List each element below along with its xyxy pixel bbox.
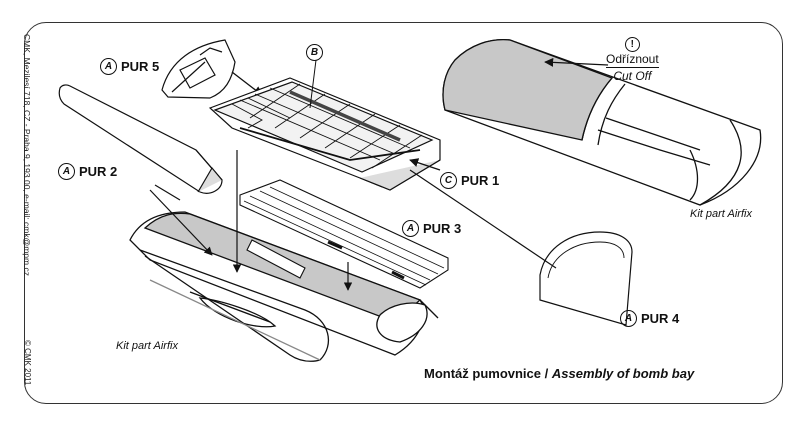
bar-part [246,239,306,279]
cut-off-note: ! Odříznout Cut Off [606,36,659,83]
warning-icon: ! [624,37,640,52]
pur1-tray [208,77,441,191]
caption-english: Assembly of bomb bay [551,366,695,381]
pur2-part [58,84,223,194]
label-pur3: A PUR 3 [402,220,461,237]
badge-c-icon: C [440,172,457,189]
page-caption: Montáž pumovnice / Assembly of bomb bay [424,366,694,381]
caption-czech: Montáž pumovnice / [424,366,549,381]
cut-arrow [544,57,609,67]
label-pur4: A PUR 4 [620,310,679,327]
badge-b-icon: B [306,44,323,61]
label-pur5: A PUR 5 [100,58,159,75]
manufacturer-address: CMK, Mezilesí 718, CZ - Praha 9, 193 00,… [22,34,32,276]
b-leader [309,59,317,109]
pur4-part [539,231,633,326]
cut-note-english: Cut Off [613,69,652,83]
label-b: B [306,44,327,61]
assembly-lines [149,150,557,291]
pur5-part [161,39,236,99]
label-pur2: A PUR 2 [58,163,117,180]
pur1-arrow [409,158,441,171]
pur3-panel [239,179,449,289]
badge-a-icon: A [58,163,75,180]
kit-part-note-lower: Kit part Airfix [116,340,178,352]
kit-part-note-upper: Kit part Airfix [690,208,752,220]
badge-a-icon: A [402,220,419,237]
badge-a-icon: A [620,310,637,327]
cut-note-czech: Odříznout [606,52,659,68]
badge-a-icon: A [100,58,117,75]
fuselage-cutoff-part [442,39,762,206]
label-pur1: C PUR 1 [440,172,499,189]
